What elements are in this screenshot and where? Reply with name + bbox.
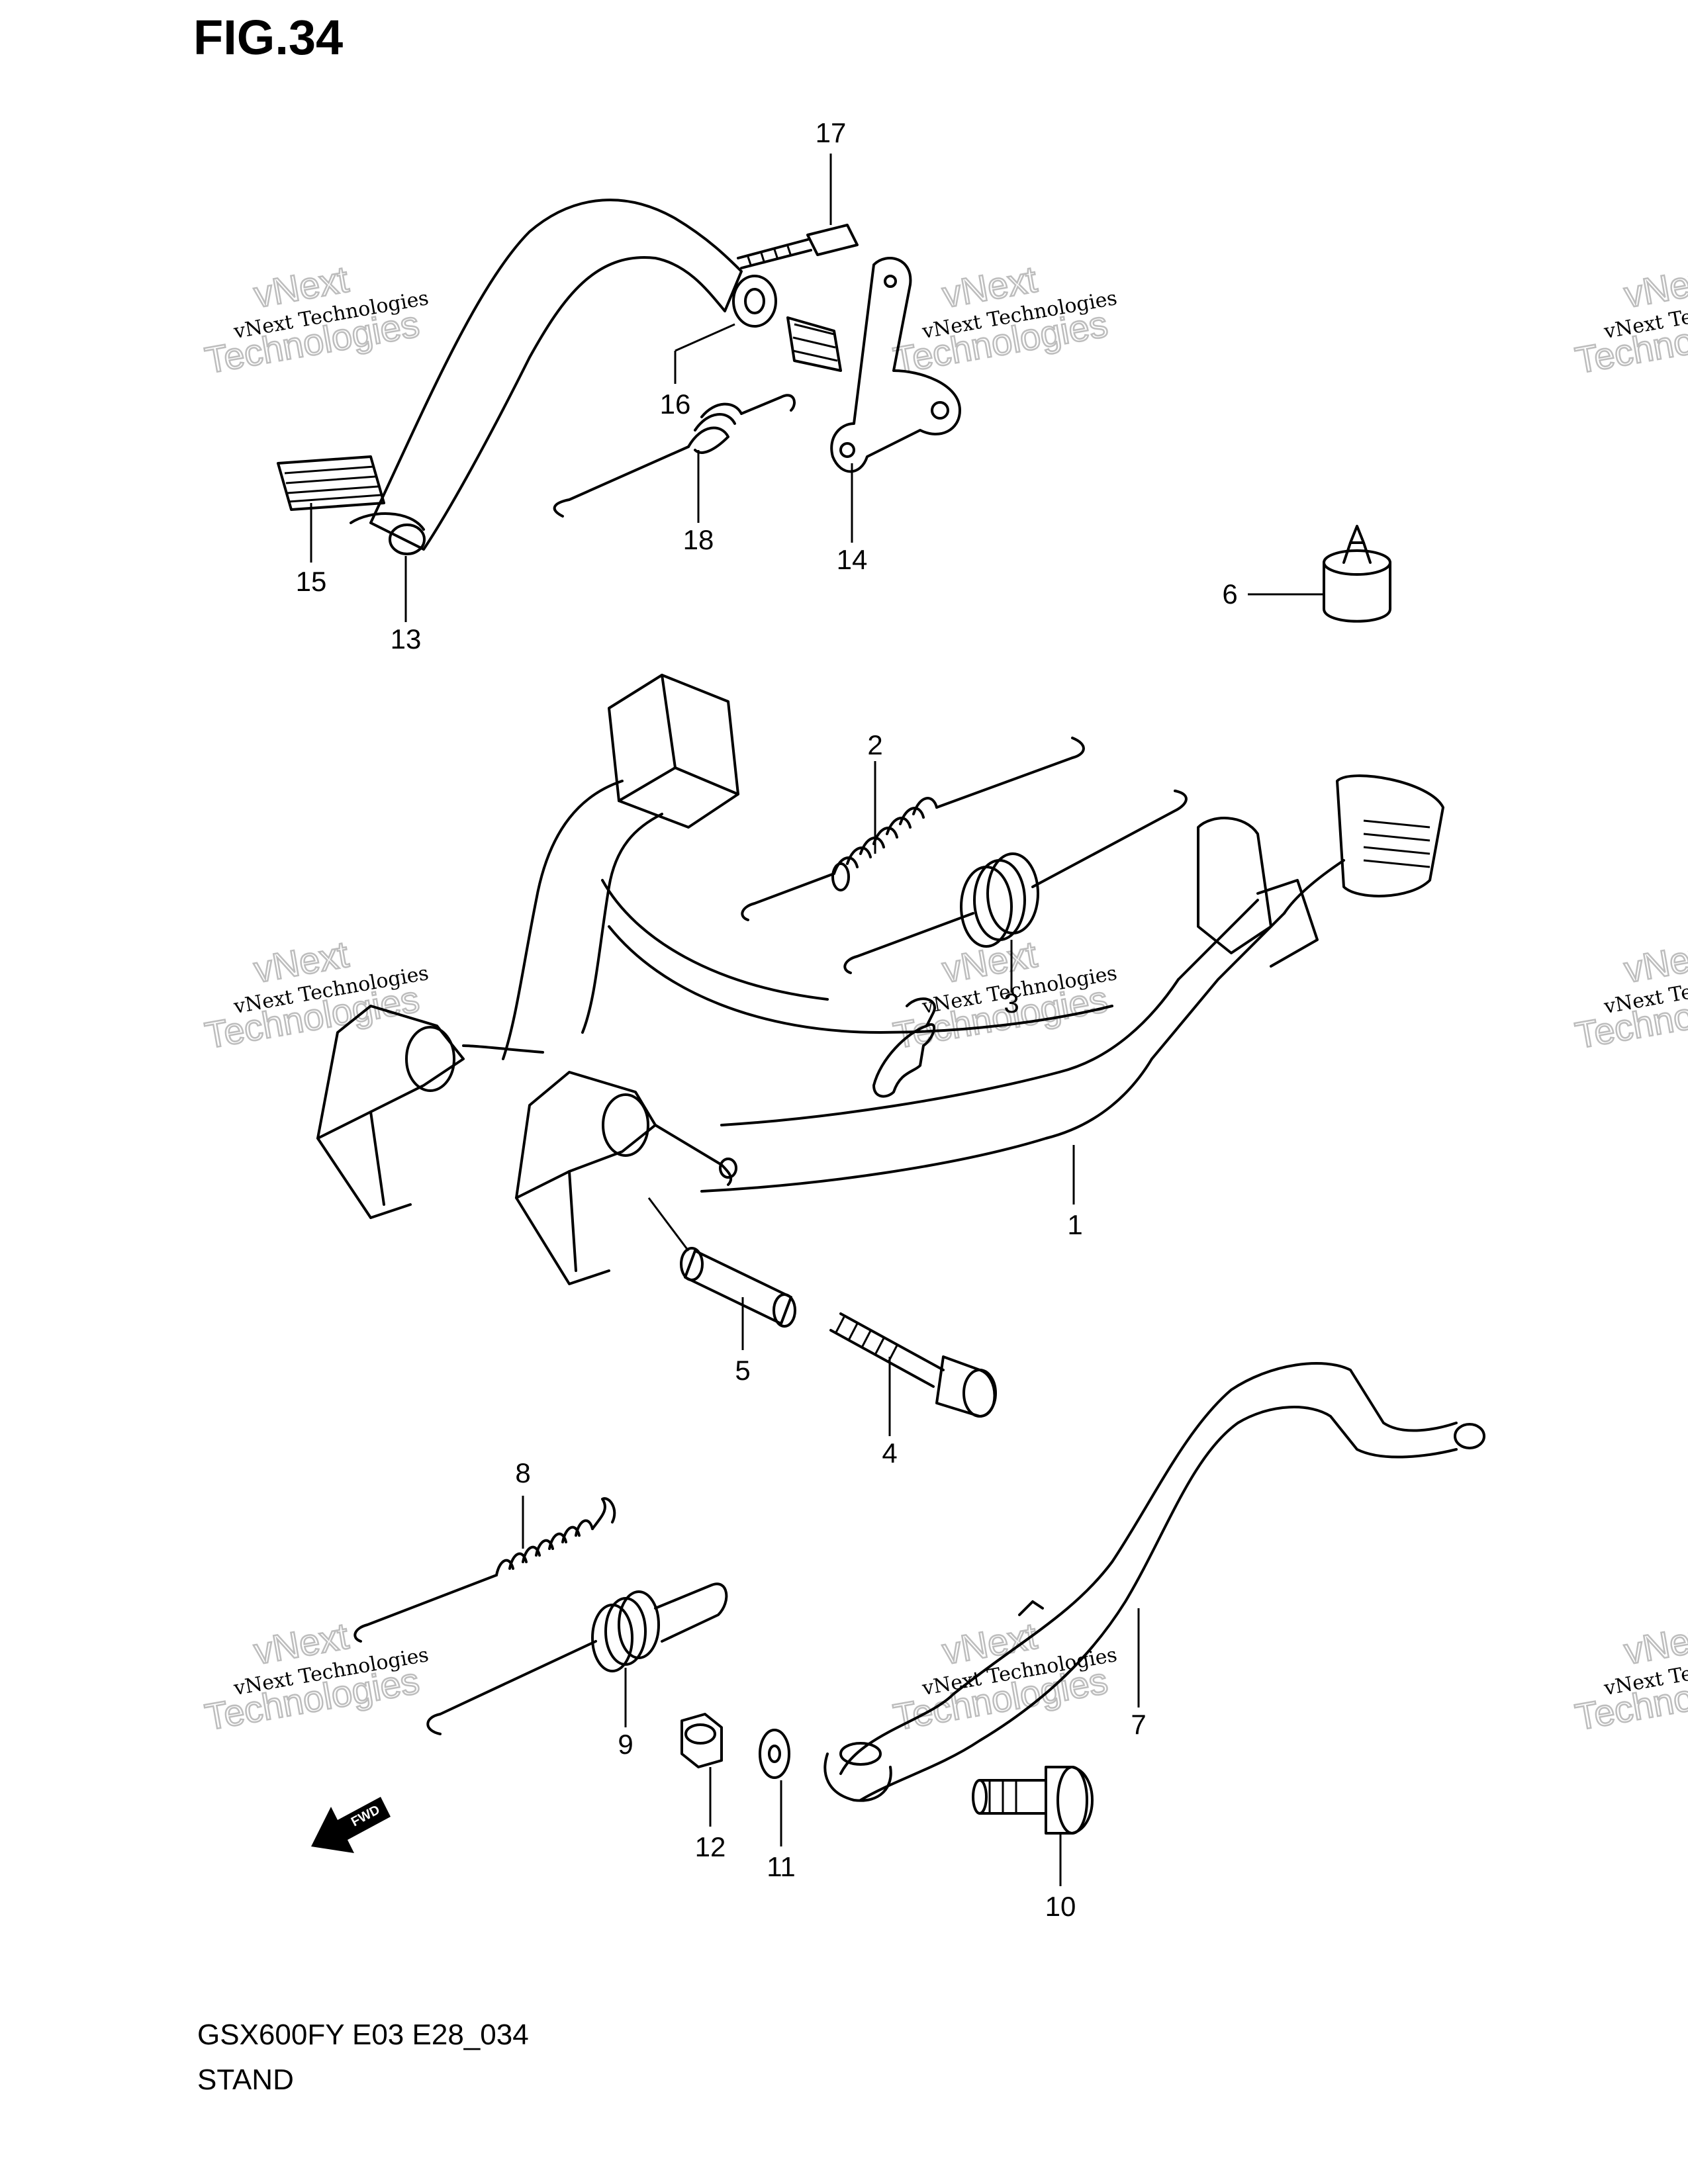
fwd-arrow-icon: FWD [311, 1797, 391, 1853]
part-9-spring [426, 1582, 728, 1735]
callout-17: 17 [816, 117, 847, 148]
watermark: vNext Technologies vNext Technologies [890, 257, 1119, 383]
watermark: vNext Technologies vNext Technologies [1571, 933, 1688, 1058]
part-8-spring [353, 1497, 616, 1643]
part-7-side-stand [823, 1362, 1485, 1802]
leader-lines [310, 154, 1324, 1886]
watermark: vNext Technologies vNext Technologies [1571, 257, 1688, 383]
callout-1: 1 [1067, 1209, 1082, 1240]
callout-9: 9 [618, 1729, 633, 1760]
callout-16: 16 [660, 388, 691, 420]
figure-code: GSX600FY E03 E28_034 [197, 2019, 529, 2051]
part-14-pivot-arm [786, 257, 961, 473]
part-5-pipe [647, 1197, 796, 1328]
callout-5: 5 [735, 1355, 750, 1386]
watermark: vNext Technologies vNext Technologies [201, 933, 430, 1058]
callout-10: 10 [1045, 1891, 1076, 1922]
callout-4: 4 [882, 1437, 897, 1469]
callout-13: 13 [391, 623, 422, 655]
watermark-group: vNext Technologies vNext Technologies vN… [201, 257, 1688, 1739]
callout-7: 7 [1131, 1709, 1146, 1740]
watermark: vNext Technologies vNext Technologies [201, 257, 430, 383]
part-13-pedal-arm [350, 199, 743, 555]
part-16-washer [732, 275, 777, 328]
part-18-spring [553, 394, 796, 518]
callout-8: 8 [515, 1457, 530, 1488]
figure-title: FIG.34 [193, 10, 344, 65]
callout-3: 3 [1004, 987, 1019, 1019]
watermark: vNext Technologies vNext Technologies [201, 1614, 430, 1739]
callout-11: 11 [767, 1851, 796, 1882]
part-17-bolt [737, 224, 859, 269]
callout-6: 6 [1222, 578, 1237, 610]
part-10-bolt [972, 1766, 1094, 1835]
part-12-nut [680, 1713, 723, 1768]
part-2-spring [741, 737, 1085, 921]
callout-15: 15 [296, 566, 327, 597]
part-15-footrest-rubber [277, 455, 385, 511]
part-4-bolt [829, 1312, 997, 1418]
part-1-center-stand [316, 674, 1444, 1285]
callout-12: 12 [695, 1831, 726, 1862]
part-6-stopper-rubber [1323, 525, 1391, 623]
figure-name: STAND [197, 2064, 294, 2096]
callout-14: 14 [837, 544, 868, 575]
callout-18: 18 [683, 524, 714, 555]
callout-2: 2 [867, 729, 882, 760]
callouts: 1 2 3 4 5 6 7 8 9 10 11 12 13 14 15 16 1… [296, 117, 1238, 1922]
part-11-washer [759, 1729, 790, 1779]
watermark: vNext Technologies vNext Technologies [1571, 1614, 1688, 1739]
part-3-spring [843, 790, 1188, 974]
